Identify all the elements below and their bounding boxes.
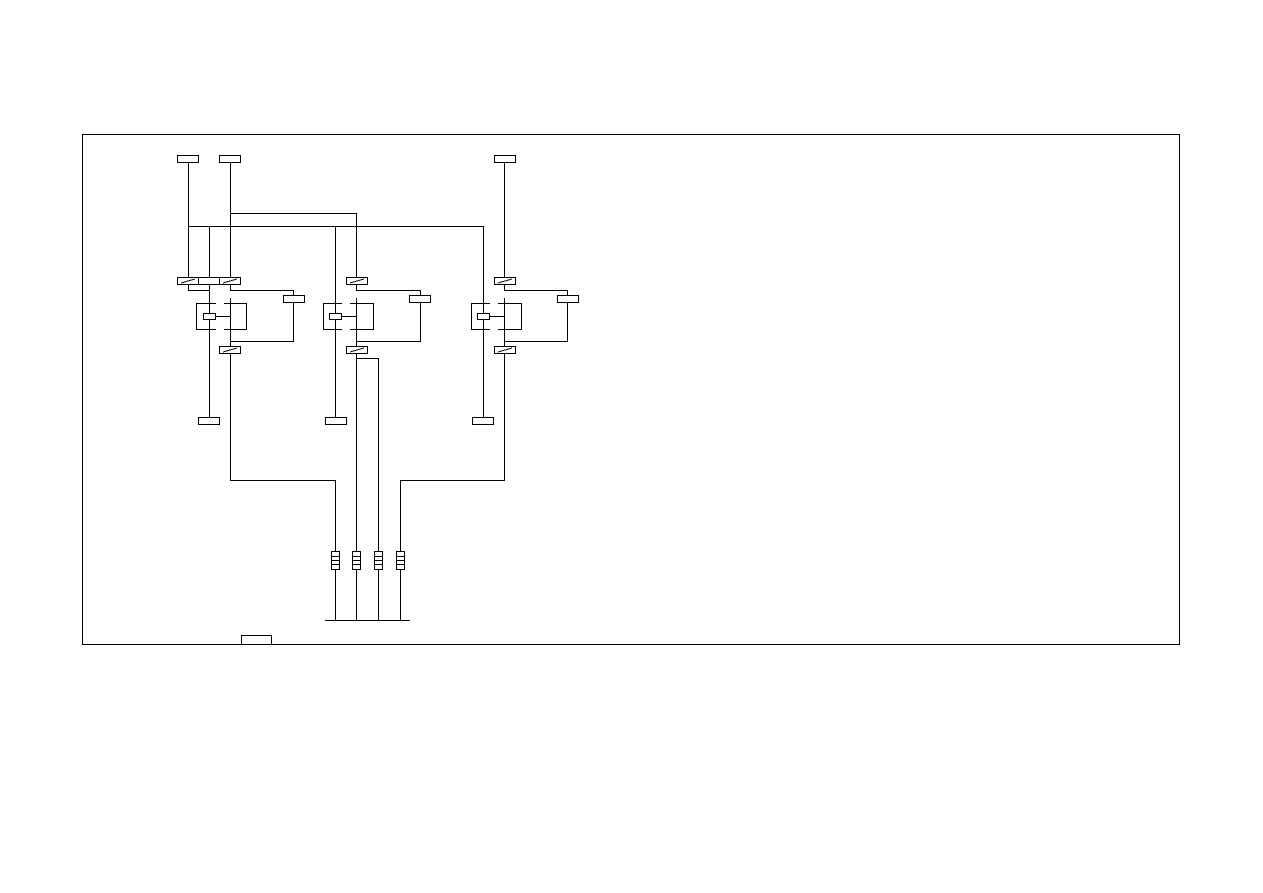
- switch-1: [203, 313, 216, 320]
- relay-unit-1: [177, 277, 305, 425]
- bus-wires: [188, 163, 505, 300]
- diagram-frame: [82, 134, 1180, 645]
- fuse-1b: [198, 277, 220, 285]
- relay-unit-3: [471, 277, 579, 425]
- title-tab: [241, 635, 272, 645]
- terminal-block: [325, 551, 410, 621]
- coil-3: [557, 295, 579, 303]
- top-connector-1: [177, 155, 199, 163]
- terminal-1: [331, 551, 340, 620]
- coil-2: [409, 295, 431, 303]
- bottom-connector-2: [325, 417, 347, 425]
- top-connector-3: [494, 155, 516, 163]
- switch-3: [477, 313, 490, 320]
- switch-2: [329, 313, 342, 320]
- output-wires: [230, 353, 505, 551]
- bottom-connector-1: [198, 417, 220, 425]
- terminal-3: [374, 551, 383, 620]
- top-connector-2: [219, 155, 241, 163]
- relay-unit-2: [323, 277, 431, 425]
- terminal-4: [396, 551, 405, 620]
- coil-1: [283, 295, 305, 303]
- bottom-connector-3: [472, 417, 494, 425]
- terminal-2: [352, 551, 361, 620]
